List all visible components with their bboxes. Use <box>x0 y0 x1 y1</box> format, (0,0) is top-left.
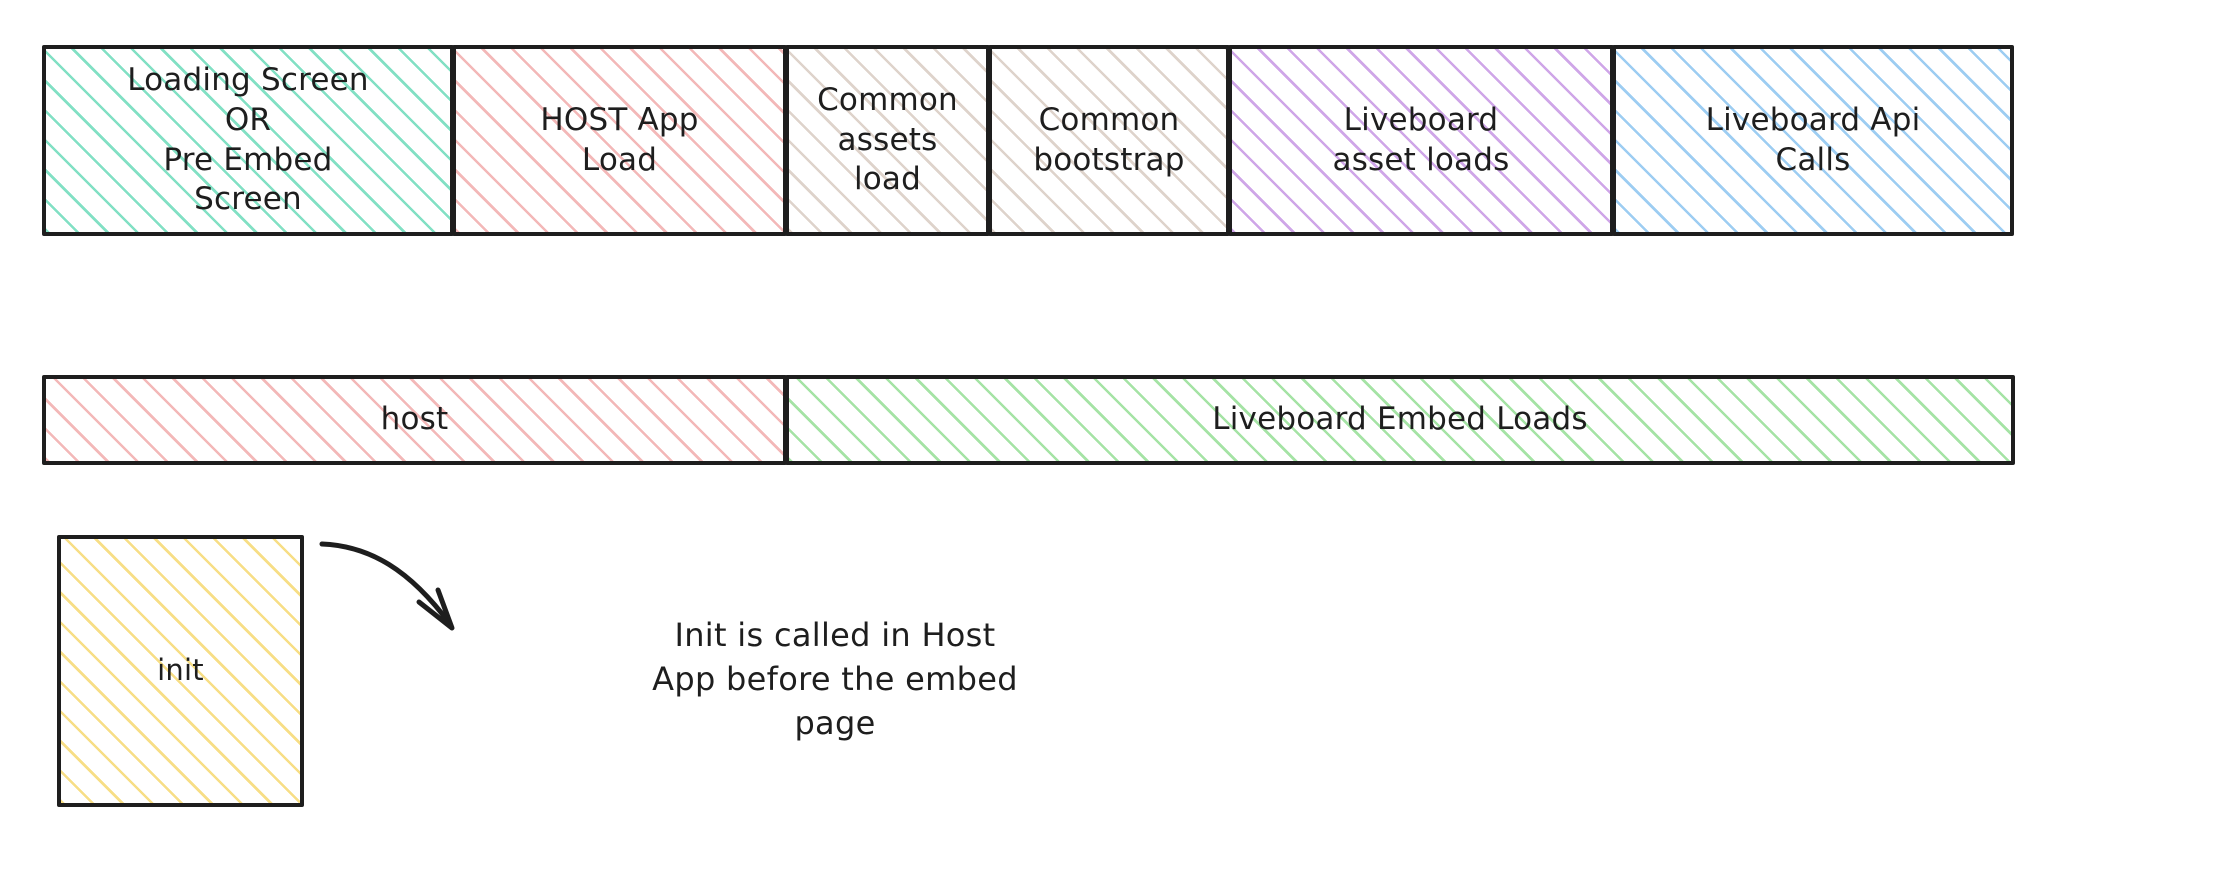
annotation-text: Init is called in Host App before the em… <box>652 616 1018 743</box>
phase-box-common-bootstrap[interactable]: Common bootstrap <box>988 45 1230 236</box>
phase-box-liveboard-asset-loads[interactable]: Liveboard asset loads <box>1228 45 1614 236</box>
owner-box-liveboard-embed-loads-label: Liveboard Embed Loads <box>1212 401 1588 438</box>
phase-box-liveboard-api-calls-label: Liveboard Api Calls <box>1705 101 1921 178</box>
phase-box-loading-screen[interactable]: Loading Screen OR Pre Embed Screen <box>42 45 454 236</box>
owner-box-host-label: host <box>380 401 449 438</box>
phase-box-host-app-load[interactable]: HOST App Load <box>452 45 787 236</box>
owner-box-liveboard-embed-loads[interactable]: Liveboard Embed Loads <box>785 375 2015 465</box>
phase-box-host-app-load-label: HOST App Load <box>540 101 699 178</box>
phase-box-common-assets-load-label: Common assets load <box>817 81 958 198</box>
init-box[interactable]: init <box>57 535 304 807</box>
phase-box-common-assets-load[interactable]: Common assets load <box>785 45 990 236</box>
phase-box-common-bootstrap-label: Common bootstrap <box>1033 101 1185 178</box>
owner-box-host[interactable]: host <box>42 375 787 465</box>
phase-box-loading-screen-label: Loading Screen OR Pre Embed Screen <box>127 62 369 218</box>
curved-arrow-icon <box>319 541 455 631</box>
phase-box-liveboard-api-calls[interactable]: Liveboard Api Calls <box>1612 45 2014 236</box>
phase-box-liveboard-asset-loads-label: Liveboard asset loads <box>1332 101 1510 178</box>
init-box-label: init <box>157 653 204 688</box>
